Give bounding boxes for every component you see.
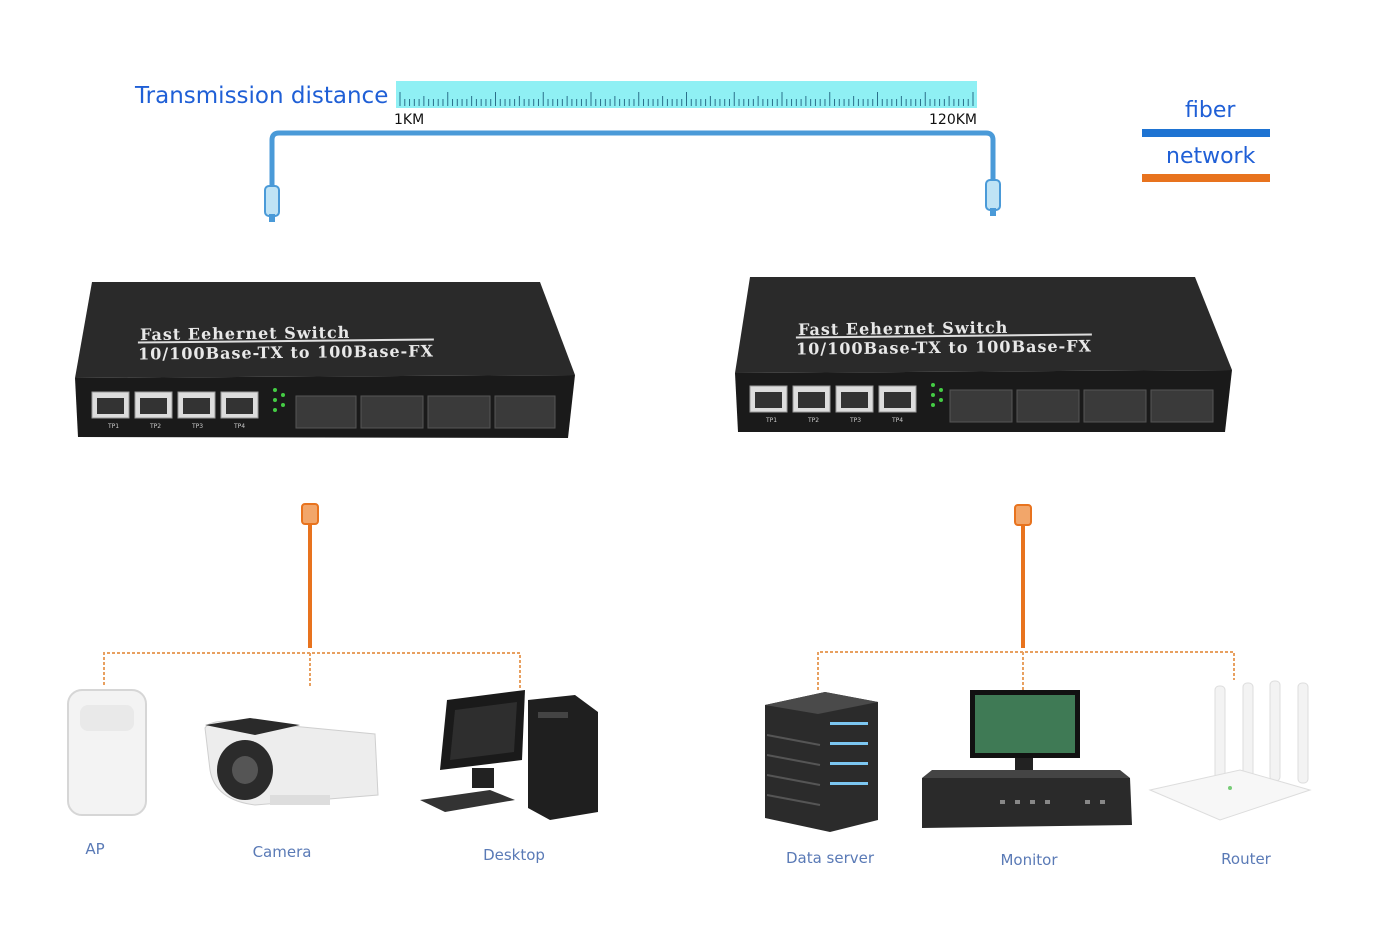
switch-left-subtitle: 10/100Base-TX to 100Base-FX xyxy=(137,338,435,364)
switch-right-port-label-3: TP3 xyxy=(849,417,861,424)
switch-right-port-label-4: TP4 xyxy=(891,417,903,424)
switch-right-fiber-ports xyxy=(949,389,1214,423)
device-label-router: Router xyxy=(1221,850,1271,868)
distance-ruler xyxy=(396,81,977,108)
fiber-connector-right xyxy=(985,179,1001,216)
ruler-min-label: 1KM xyxy=(394,112,425,128)
device-label-data-server: Data server xyxy=(785,849,875,867)
access-point-icon xyxy=(67,689,147,816)
switch-left-leds xyxy=(273,388,285,412)
switch-right-port-label-1: TP1 xyxy=(765,417,777,424)
desktop-icon xyxy=(420,690,598,820)
legend-network-label: network xyxy=(1166,144,1256,169)
legend-network-line xyxy=(1142,174,1270,182)
switch-right-leds xyxy=(931,383,943,407)
switch-right: TP1 TP2 TP3 TP4 xyxy=(735,277,1232,432)
monitor-icon xyxy=(922,690,1132,828)
switch-left: TP1 TP2 TP3 TP4 xyxy=(75,282,575,438)
device-label-monitor: Monitor xyxy=(1000,851,1058,869)
switch-left-rj45-ports xyxy=(91,391,259,419)
device-label-ap: AP xyxy=(85,840,105,858)
network-cable-left xyxy=(103,503,521,688)
switch-left-port-label-2: TP2 xyxy=(149,423,161,430)
legend-fiber-line xyxy=(1142,129,1270,137)
switch-left-port-label-3: TP3 xyxy=(191,423,203,430)
server-icon xyxy=(765,692,878,832)
fiber-cable xyxy=(269,130,996,200)
switch-right-rj45-ports xyxy=(749,385,917,413)
network-cable-right xyxy=(817,504,1235,690)
switch-left-fiber-ports xyxy=(295,395,556,429)
switch-left-port-label-1: TP1 xyxy=(107,423,119,430)
fiber-connector-left xyxy=(264,185,280,222)
camera-icon xyxy=(204,718,379,806)
switch-right-port-label-2: TP2 xyxy=(807,417,819,424)
device-label-desktop: Desktop xyxy=(483,846,545,864)
ruler-max-label: 120KM xyxy=(929,112,977,128)
transmission-distance-title: Transmission distance xyxy=(135,83,389,109)
legend-fiber-label: fiber xyxy=(1185,98,1236,123)
ruler-ticks xyxy=(399,92,974,106)
device-label-camera: Camera xyxy=(252,843,312,861)
switch-left-port-label-4: TP4 xyxy=(233,423,245,430)
switch-right-subtitle: 10/100Base-TX to 100Base-FX xyxy=(795,333,1093,359)
router-icon xyxy=(1148,680,1312,821)
